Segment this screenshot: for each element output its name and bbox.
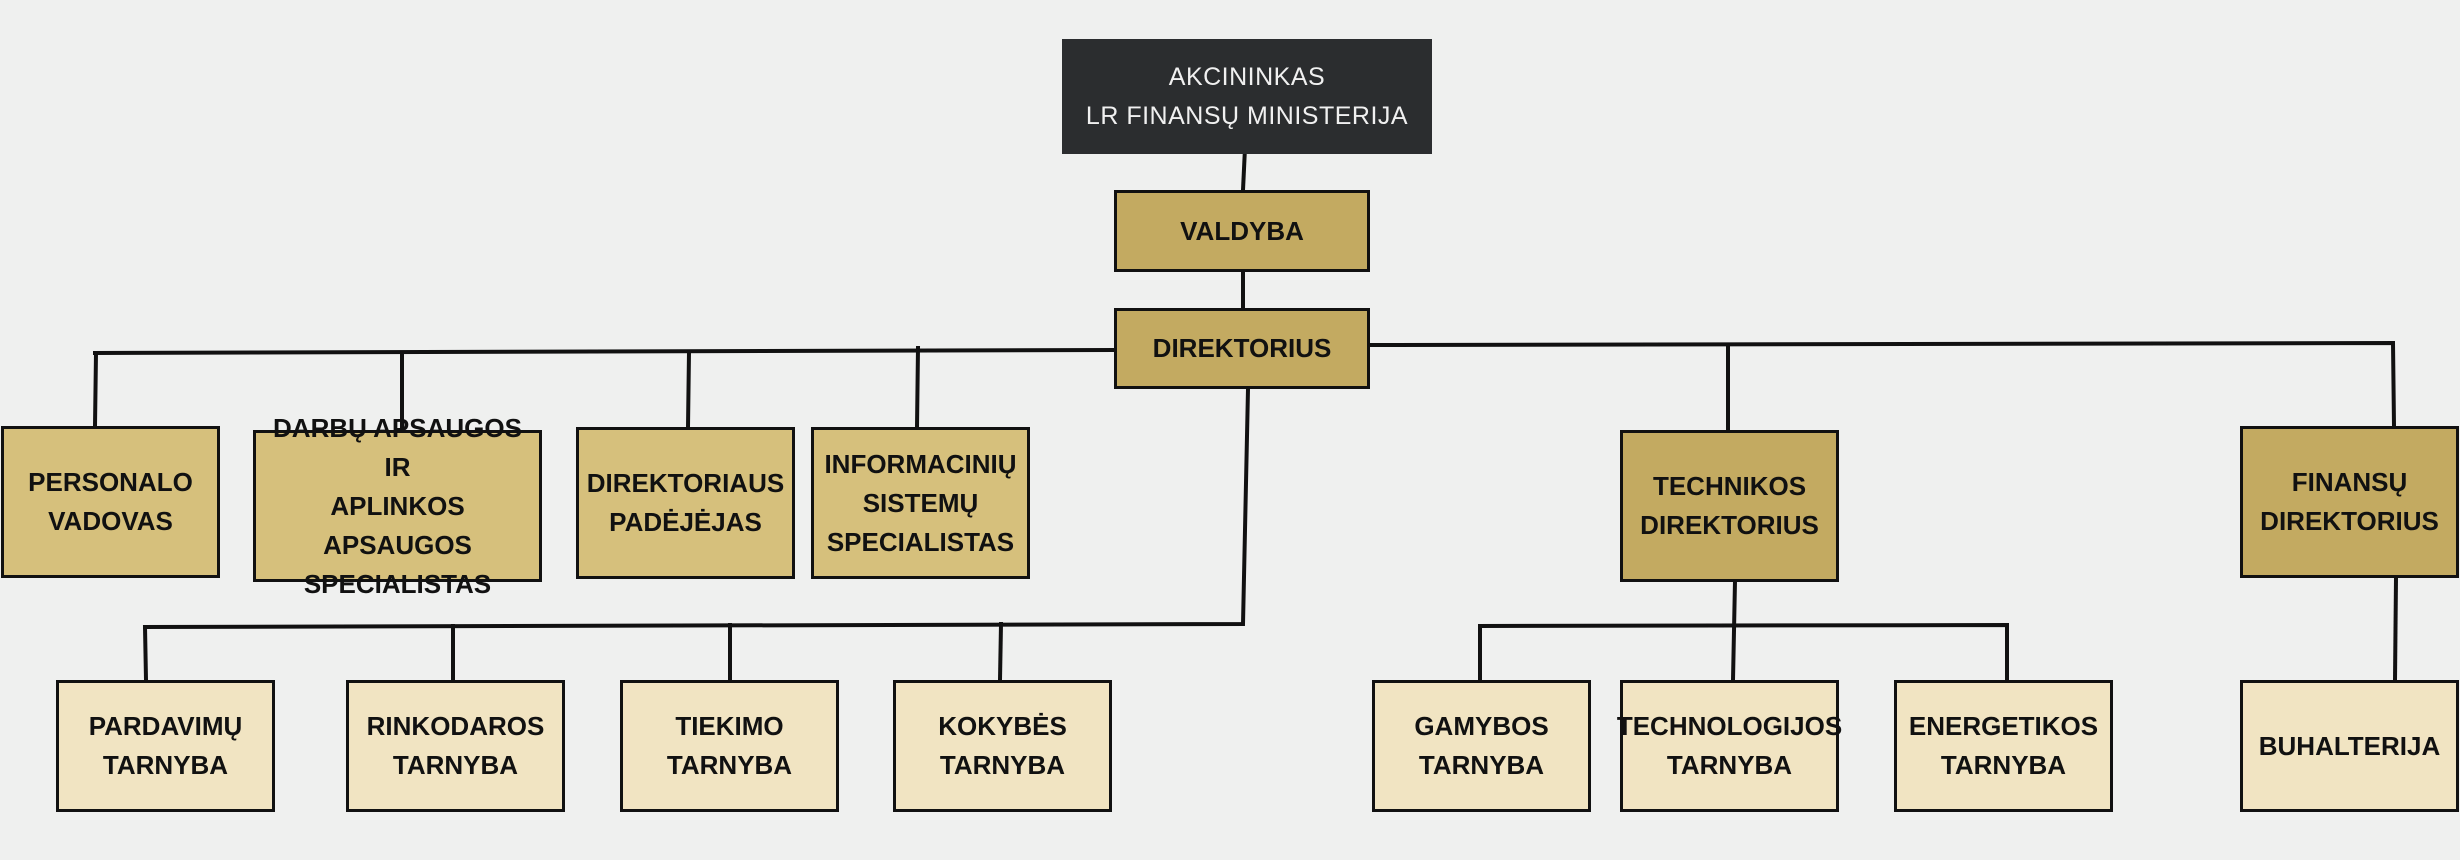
technical-director-box: TECHNIKOS DIREKTORIUS: [1620, 430, 1839, 582]
connector-unit-1: [142, 624, 149, 683]
shareholder-box: AKCININKAS LR FINANSŲ MINISTERIJA: [1062, 39, 1432, 154]
connector-director-units: [142, 386, 1251, 630]
staff-box-assistant: DIREKTORIAUS PADĖJĖJAS: [576, 427, 795, 579]
staff-box-personnel: PERSONALO VADOVAS: [1, 426, 220, 578]
connector-technical-down: [1730, 578, 1738, 683]
unit-box-accounting: BUHALTERIJA: [2240, 680, 2459, 812]
connector-technical-bus: [1478, 622, 2009, 682]
connector-staff-1: [92, 350, 99, 429]
staff-box-it: INFORMACINIŲ SISTEMŲ SPECIALISTAS: [811, 427, 1030, 579]
connector-staff-4: [914, 345, 921, 430]
board-box: VALDYBA: [1114, 190, 1370, 272]
unit-box-production: GAMYBOS TARNYBA: [1372, 680, 1591, 812]
finance-director-box: FINANSŲ DIREKTORIUS: [2240, 426, 2459, 578]
director-box: DIREKTORIUS: [1114, 308, 1370, 389]
connector-staff-bus: [92, 347, 1117, 356]
connector-finance-down: [2392, 575, 2399, 683]
connector-top-board: [1240, 145, 1248, 193]
staff-box-safety: DARBŲ APSAUGOS IR APLINKOS APSAUGOS SPEC…: [253, 413, 542, 599]
unit-box-supply: TIEKIMO TARNYBA: [620, 680, 839, 812]
unit-box-energy: ENERGETIKOS TARNYBA: [1894, 680, 2113, 812]
unit-box-marketing: RINKODAROS TARNYBA: [346, 680, 565, 812]
unit-box-technology: TECHNOLOGIJOS TARNYBA: [1617, 680, 1842, 812]
unit-box-quality: KOKYBĖS TARNYBA: [893, 680, 1112, 812]
connector-staff-3: [685, 349, 692, 430]
unit-box-sales: PARDAVIMŲ TARNYBA: [56, 680, 275, 812]
connector-managers-bus: [1367, 340, 2397, 429]
connector-unit-4: [997, 621, 1004, 683]
